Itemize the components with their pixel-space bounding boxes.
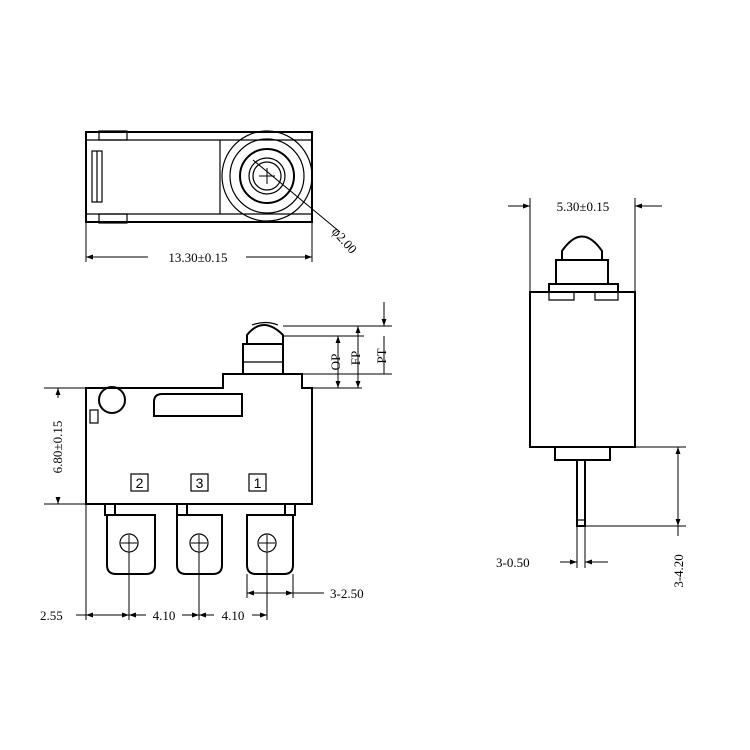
plunger-collar xyxy=(242,343,284,375)
terminal-2 xyxy=(104,503,156,575)
side-plunger-collar xyxy=(555,259,609,285)
svg-text:1: 1 xyxy=(254,475,262,491)
op-label: OP xyxy=(328,354,343,371)
fp-label: FP xyxy=(348,351,363,365)
side-plunger-dome xyxy=(561,235,603,260)
mounting-boss xyxy=(98,386,126,414)
top-view: φ2.00 13.30±0.15 xyxy=(85,130,360,265)
front-slot xyxy=(153,393,243,417)
side-terminal-pin xyxy=(576,459,586,527)
side-view-shoulder xyxy=(548,283,619,292)
terminal-label-2: 2 xyxy=(130,473,149,492)
top-view-latch-top xyxy=(98,130,128,141)
pt-label: PT xyxy=(374,348,389,363)
top-view-latch-bottom xyxy=(98,213,128,224)
terminal-label-1: 1 xyxy=(248,473,267,492)
side-width-dimension: 5.30±0.15 xyxy=(557,199,610,214)
terminal-3 xyxy=(176,503,223,575)
front-height-dimension: 6.80±0.15 xyxy=(50,421,65,474)
side-view-body xyxy=(529,291,636,448)
pitch-dimension-1: 4.10 xyxy=(153,608,176,623)
terminal-label-3: 3 xyxy=(190,473,209,492)
plunger-diameter-label: φ2.00 xyxy=(329,224,360,257)
plunger-dome xyxy=(246,324,284,344)
side-view: 5.30±0.15 3-4.20 3-0.50 xyxy=(496,198,686,588)
side-terminal-base xyxy=(554,446,611,461)
svg-text:2: 2 xyxy=(136,475,144,491)
side-terminal-length-dimension: 3-4.20 xyxy=(671,554,686,588)
svg-text:3: 3 xyxy=(196,475,204,491)
pitch-dimension-2: 4.10 xyxy=(222,608,245,623)
front-view: 2 3 1 xyxy=(40,302,392,623)
top-view-body xyxy=(85,131,313,223)
plunger-top-circles xyxy=(221,130,313,222)
offset-dimension: 2.55 xyxy=(40,608,63,623)
top-width-dimension: 13.30±0.15 xyxy=(168,250,227,265)
terminal-width-dimension: 3-2.50 xyxy=(330,586,364,601)
terminal-1 xyxy=(246,503,296,575)
side-terminal-thickness-dimension: 3-0.50 xyxy=(496,555,530,570)
